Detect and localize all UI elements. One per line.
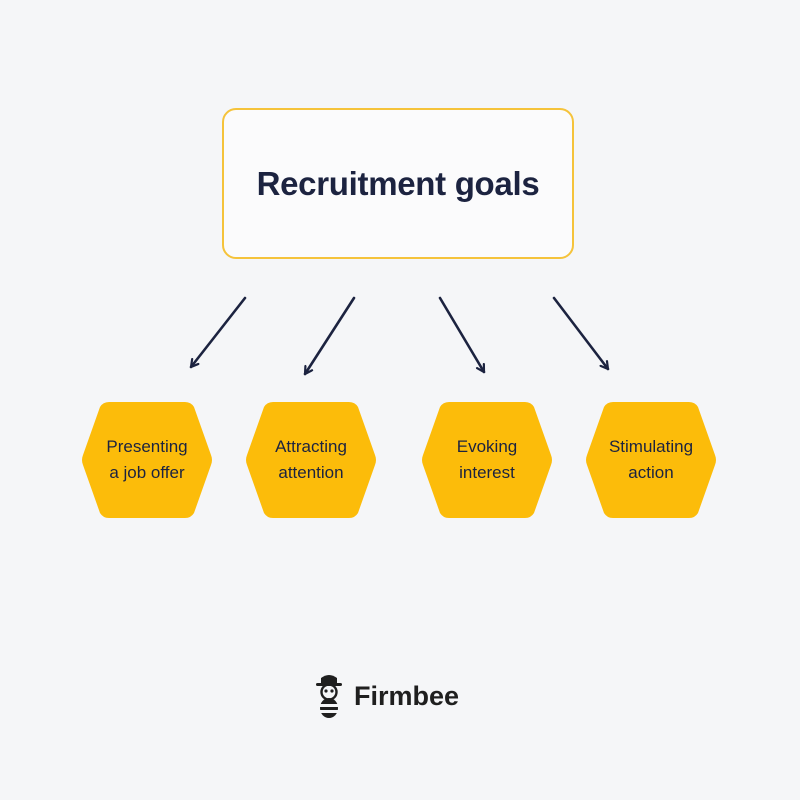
root-title: Recruitment goals (256, 164, 540, 202)
arrow-1 (189, 296, 247, 369)
arrow-2 (303, 296, 356, 376)
bee-icon (316, 675, 342, 718)
goal-node-stimulating: Stimulating action (583, 399, 719, 521)
goal-node-evoking: Evoking interest (419, 399, 555, 521)
hexagon-shape (586, 402, 716, 518)
arrow-4 (552, 296, 610, 371)
goal-label: Presenting a job offer (106, 437, 188, 482)
goal-node-presenting: Presenting a job offer (79, 399, 215, 521)
brand-logo: Firmbee (312, 672, 459, 720)
hexagon-shape (246, 402, 376, 518)
goal-label: Attracting attention (275, 437, 347, 482)
hexagon-shape (82, 402, 212, 518)
goal-label: Stimulating action (608, 437, 694, 482)
goal-label: Evoking interest (456, 437, 518, 482)
brand-name: Firmbee (354, 680, 460, 711)
arrow-3 (438, 296, 486, 374)
root-node: Recruitment goals (222, 108, 574, 259)
hexagon-shape (422, 402, 552, 518)
goal-node-attracting: Attracting attention (243, 399, 379, 521)
